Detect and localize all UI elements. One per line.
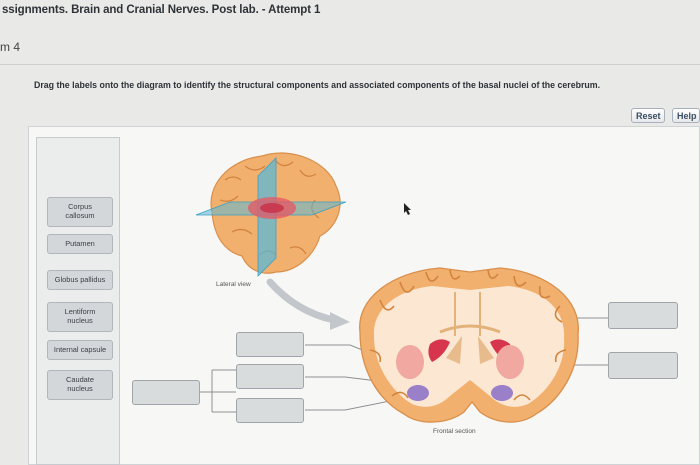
label-putamen[interactable]: Putamen [47,234,113,254]
label-lentiform-nucleus[interactable]: Lentiform nucleus [47,302,113,332]
assignment-title: ssignments. Brain and Cranial Nerves. Po… [2,4,321,16]
label-corpus-callosum[interactable]: Corpus callosum [47,197,113,227]
drop-target-2[interactable] [236,364,304,389]
help-button[interactable]: Help [672,108,700,123]
frontal-section-brain [359,267,579,423]
lateral-view-brain [195,152,347,277]
putamen-right [496,345,524,379]
reset-button[interactable]: Reset [631,108,665,123]
label-bank [36,137,120,465]
header-divider [0,64,700,65]
drop-target-3[interactable] [236,398,304,423]
labeling-activity-area [28,126,700,465]
drop-target-5[interactable] [608,352,678,379]
putamen-left [396,345,424,379]
label-caudate-nucleus[interactable]: Caudate nucleus [47,370,113,400]
globus-pallidus-right [491,385,513,401]
drop-target-4[interactable] [608,302,678,329]
part-label: m 4 [0,40,21,54]
section-arrow [266,278,338,324]
lateral-view-caption: Lateral view [216,281,251,288]
label-internal-capsule[interactable]: Internal capsule [47,340,113,360]
globus-pallidus-left [407,385,429,401]
label-globus-pallidus[interactable]: Globus pallidus [47,270,113,290]
mouse-cursor-icon [404,203,411,215]
drop-target-1[interactable] [236,332,304,357]
instruction-text: Drag the labels onto the diagram to iden… [34,80,601,90]
caudate-left [428,339,450,362]
frontal-section-caption: Frontal section [433,428,476,435]
drop-target-lentiform-bracket[interactable] [132,380,200,405]
